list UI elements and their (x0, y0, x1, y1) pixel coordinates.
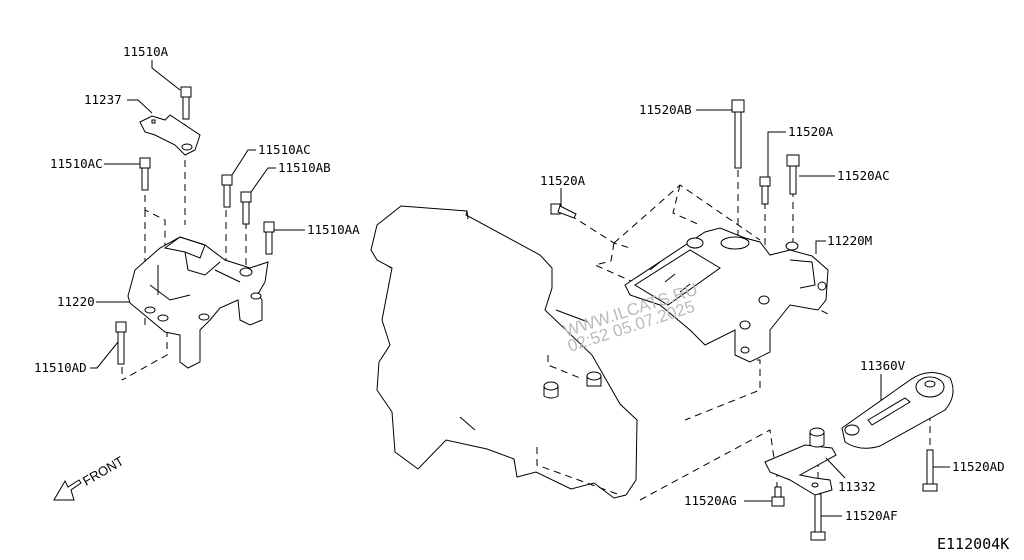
leader-lines (90, 60, 950, 517)
label-11237[interactable]: 11237 (84, 92, 122, 107)
bolt-11520ag (771, 486, 785, 507)
label-11510ad[interactable]: 11510AD (34, 360, 87, 375)
label-11510ac-right[interactable]: 11510AC (258, 142, 311, 157)
front-indicator: FRONT (53, 453, 126, 501)
engine-outline (370, 205, 638, 499)
bolt-11510ab (240, 191, 252, 225)
front-label: FRONT (80, 453, 126, 488)
bolt-11520ab (731, 99, 745, 169)
label-11360v[interactable]: 11360V (860, 358, 906, 373)
front-arrow-icon (53, 479, 82, 501)
bolt-11520af (810, 493, 826, 541)
bracket-11237 (139, 114, 201, 156)
label-11520a-right[interactable]: 11520A (788, 124, 834, 139)
label-11510a[interactable]: 11510A (123, 44, 169, 59)
bolt-11520a-left (550, 203, 577, 219)
label-11332[interactable]: 11332 (838, 479, 876, 494)
label-11220m[interactable]: 11220M (827, 233, 872, 248)
bolt-11510ad (115, 321, 127, 365)
label-11520a-left[interactable]: 11520A (540, 173, 586, 188)
bolts (115, 86, 938, 541)
label-11520af[interactable]: 11520AF (845, 508, 898, 523)
torque-rod-11360v (841, 372, 954, 449)
mount-11220 (127, 236, 269, 369)
label-11520ag[interactable]: 11520AG (684, 493, 737, 508)
bolt-11510aa (263, 221, 275, 255)
diagram-code: E112004K (937, 535, 1009, 553)
bracket-11332 (764, 427, 837, 496)
bolt-11520a-right (759, 176, 771, 205)
mount-11220m (624, 227, 829, 363)
label-11510aa[interactable]: 11510AA (307, 222, 360, 237)
label-11510ac-left[interactable]: 11510AC (50, 156, 103, 171)
label-11520ad[interactable]: 11520AD (952, 459, 1005, 474)
bolt-11520ad (922, 449, 938, 492)
label-11510ab[interactable]: 11510AB (278, 160, 331, 175)
part-labels: 11510A 11237 11510AC 11510AC 11510AB 115… (34, 44, 1005, 523)
bolt-11510ac-right (221, 174, 233, 208)
label-11520ab[interactable]: 11520AB (639, 102, 692, 117)
bolt-11510a (180, 86, 192, 120)
bolt-11510ac-left (139, 157, 151, 191)
bolt-11520ac (786, 154, 800, 195)
label-11520ac[interactable]: 11520AC (837, 168, 890, 183)
label-11220[interactable]: 11220 (57, 294, 95, 309)
